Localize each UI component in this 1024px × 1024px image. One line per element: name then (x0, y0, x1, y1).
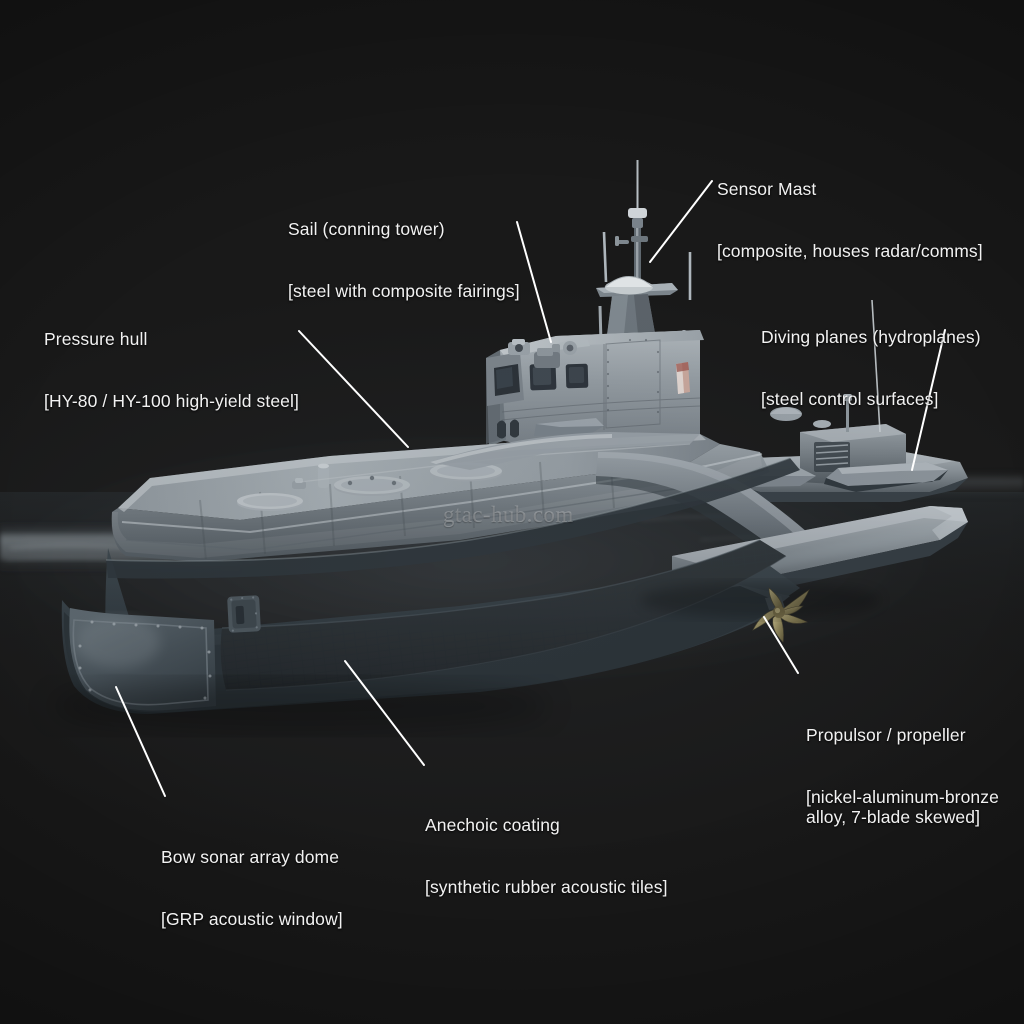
annotation-pressure-hull: Pressure hull [HY-80 / HY-100 high-yield… (44, 288, 299, 452)
annotation-diving-planes: Diving planes (hydroplanes) [steel contr… (761, 286, 981, 450)
annotation-title: Sail (conning tower) (288, 219, 445, 239)
annotation-sensor-mast: Sensor Mast [composite, houses radar/com… (717, 138, 983, 302)
annotation-title: Diving planes (hydroplanes) (761, 327, 981, 347)
radome-platform (596, 276, 678, 297)
annotation-spec: [nickel-aluminum-bronze alloy, 7-blade s… (806, 786, 999, 828)
annotation-title: Anechoic coating (425, 815, 560, 835)
annotation-bow-sonar-dome: Bow sonar array dome [GRP acoustic windo… (161, 806, 343, 970)
annotation-title: Sensor Mast (717, 179, 817, 199)
annotation-propulsor: Propulsor / propeller [nickel-aluminum-b… (806, 684, 999, 869)
annotation-spec: [GRP acoustic window] (161, 908, 343, 929)
hull-access-hatch (227, 595, 261, 633)
annotation-spec: [synthetic rubber acoustic tiles] (425, 876, 668, 897)
annotation-spec: [composite, houses radar/comms] (717, 240, 983, 261)
annotation-spec: [HY-80 / HY-100 high-yield steel] (44, 390, 299, 411)
annotation-spec: [steel with composite fairings] (288, 280, 520, 301)
annotation-title: Bow sonar array dome (161, 847, 340, 867)
annotation-title: Pressure hull (44, 329, 148, 349)
flag-marking (676, 362, 690, 394)
annotation-title: Propulsor / propeller (806, 725, 966, 745)
site-watermark: gtac-hub.com (443, 502, 574, 527)
annotation-spec: [steel control surfaces] (761, 388, 939, 409)
annotation-sail: Sail (conning tower) [steel with composi… (288, 178, 520, 342)
annotation-anechoic-coating: Anechoic coating [synthetic rubber acous… (425, 774, 668, 938)
